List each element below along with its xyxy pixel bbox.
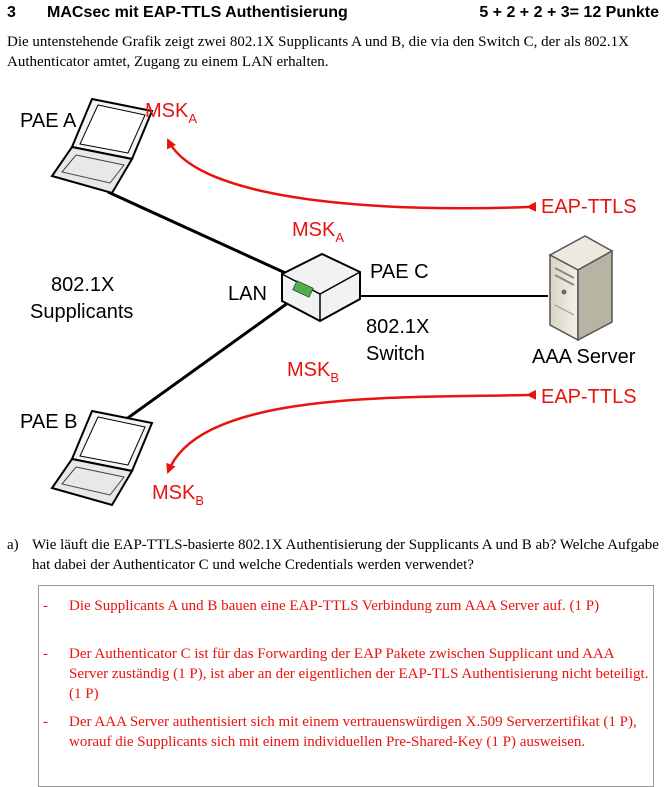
switch-icon (281, 252, 361, 323)
supplicants-label-line1: 802.1X (51, 274, 114, 296)
switch-label-line2: Switch (366, 343, 425, 365)
answer-dash: - (43, 646, 48, 662)
eap-ttls-arrow-b (166, 389, 537, 474)
answer-text: Die Supplicants A und B bauen eine EAP-T… (69, 598, 600, 614)
msk-b-switch-label: MSKB (287, 359, 339, 385)
answer-item: - Der AAA Server authentisiert sich mit … (43, 712, 649, 752)
eap-ttls-label-b: EAP-TTLS (541, 386, 637, 408)
section-number: 3 (7, 4, 16, 21)
laptop-b-icon (50, 409, 154, 507)
answer-item: - Die Supplicants A und B bauen eine EAP… (43, 596, 649, 616)
link-a-switch (107, 190, 293, 278)
pae-c-label: PAE C (370, 261, 429, 283)
answer-dash: - (43, 714, 48, 730)
laptop-a-icon (50, 97, 154, 195)
question-text: Wie läuft die EAP-TTLS-basierte 802.1X A… (32, 537, 659, 573)
eap-ttls-arrow-a (166, 138, 537, 212)
network-diagram: PAE A PAE B PAE C 802.1X Supplicants LAN… (20, 97, 637, 508)
answer-text: Der AAA Server authentisiert sich mit ei… (69, 714, 637, 750)
question-letter: a) (7, 537, 19, 553)
server-icon (548, 235, 614, 342)
pae-b-label: PAE B (20, 411, 77, 433)
answer-box: - Die Supplicants A und B bauen eine EAP… (38, 585, 654, 787)
eap-ttls-label-a: EAP-TTLS (541, 196, 637, 218)
pae-a-label: PAE A (20, 110, 77, 132)
intro-paragraph: Die untenstehende Grafik zeigt zwei 802.… (7, 34, 629, 70)
question-a: a) Wie läuft die EAP-TTLS-basierte 802.1… (7, 535, 659, 575)
supplicants-label-line2: Supplicants (30, 301, 133, 323)
answer-dash: - (43, 598, 48, 614)
section-points: 5 + 2 + 2 + 3= 12 Punkte (479, 4, 659, 21)
link-b-switch (124, 298, 293, 422)
msk-b-label: MSKB (152, 482, 204, 508)
lan-label: LAN (228, 283, 267, 305)
msk-a-label: MSKA (145, 100, 197, 126)
msk-a-switch-label: MSKA (292, 219, 344, 245)
switch-label-line1: 802.1X (366, 316, 429, 338)
answer-text: Der Authenticator C ist für das Forwardi… (69, 646, 649, 702)
answer-item: - Der Authenticator C ist für das Forwar… (43, 644, 649, 704)
section-header: 3 MACsec mit EAP-TTLS Authentisierung 5 … (7, 4, 659, 26)
aaa-server-label: AAA Server (532, 346, 636, 368)
section-title: MACsec mit EAP-TTLS Authentisierung (47, 4, 348, 21)
